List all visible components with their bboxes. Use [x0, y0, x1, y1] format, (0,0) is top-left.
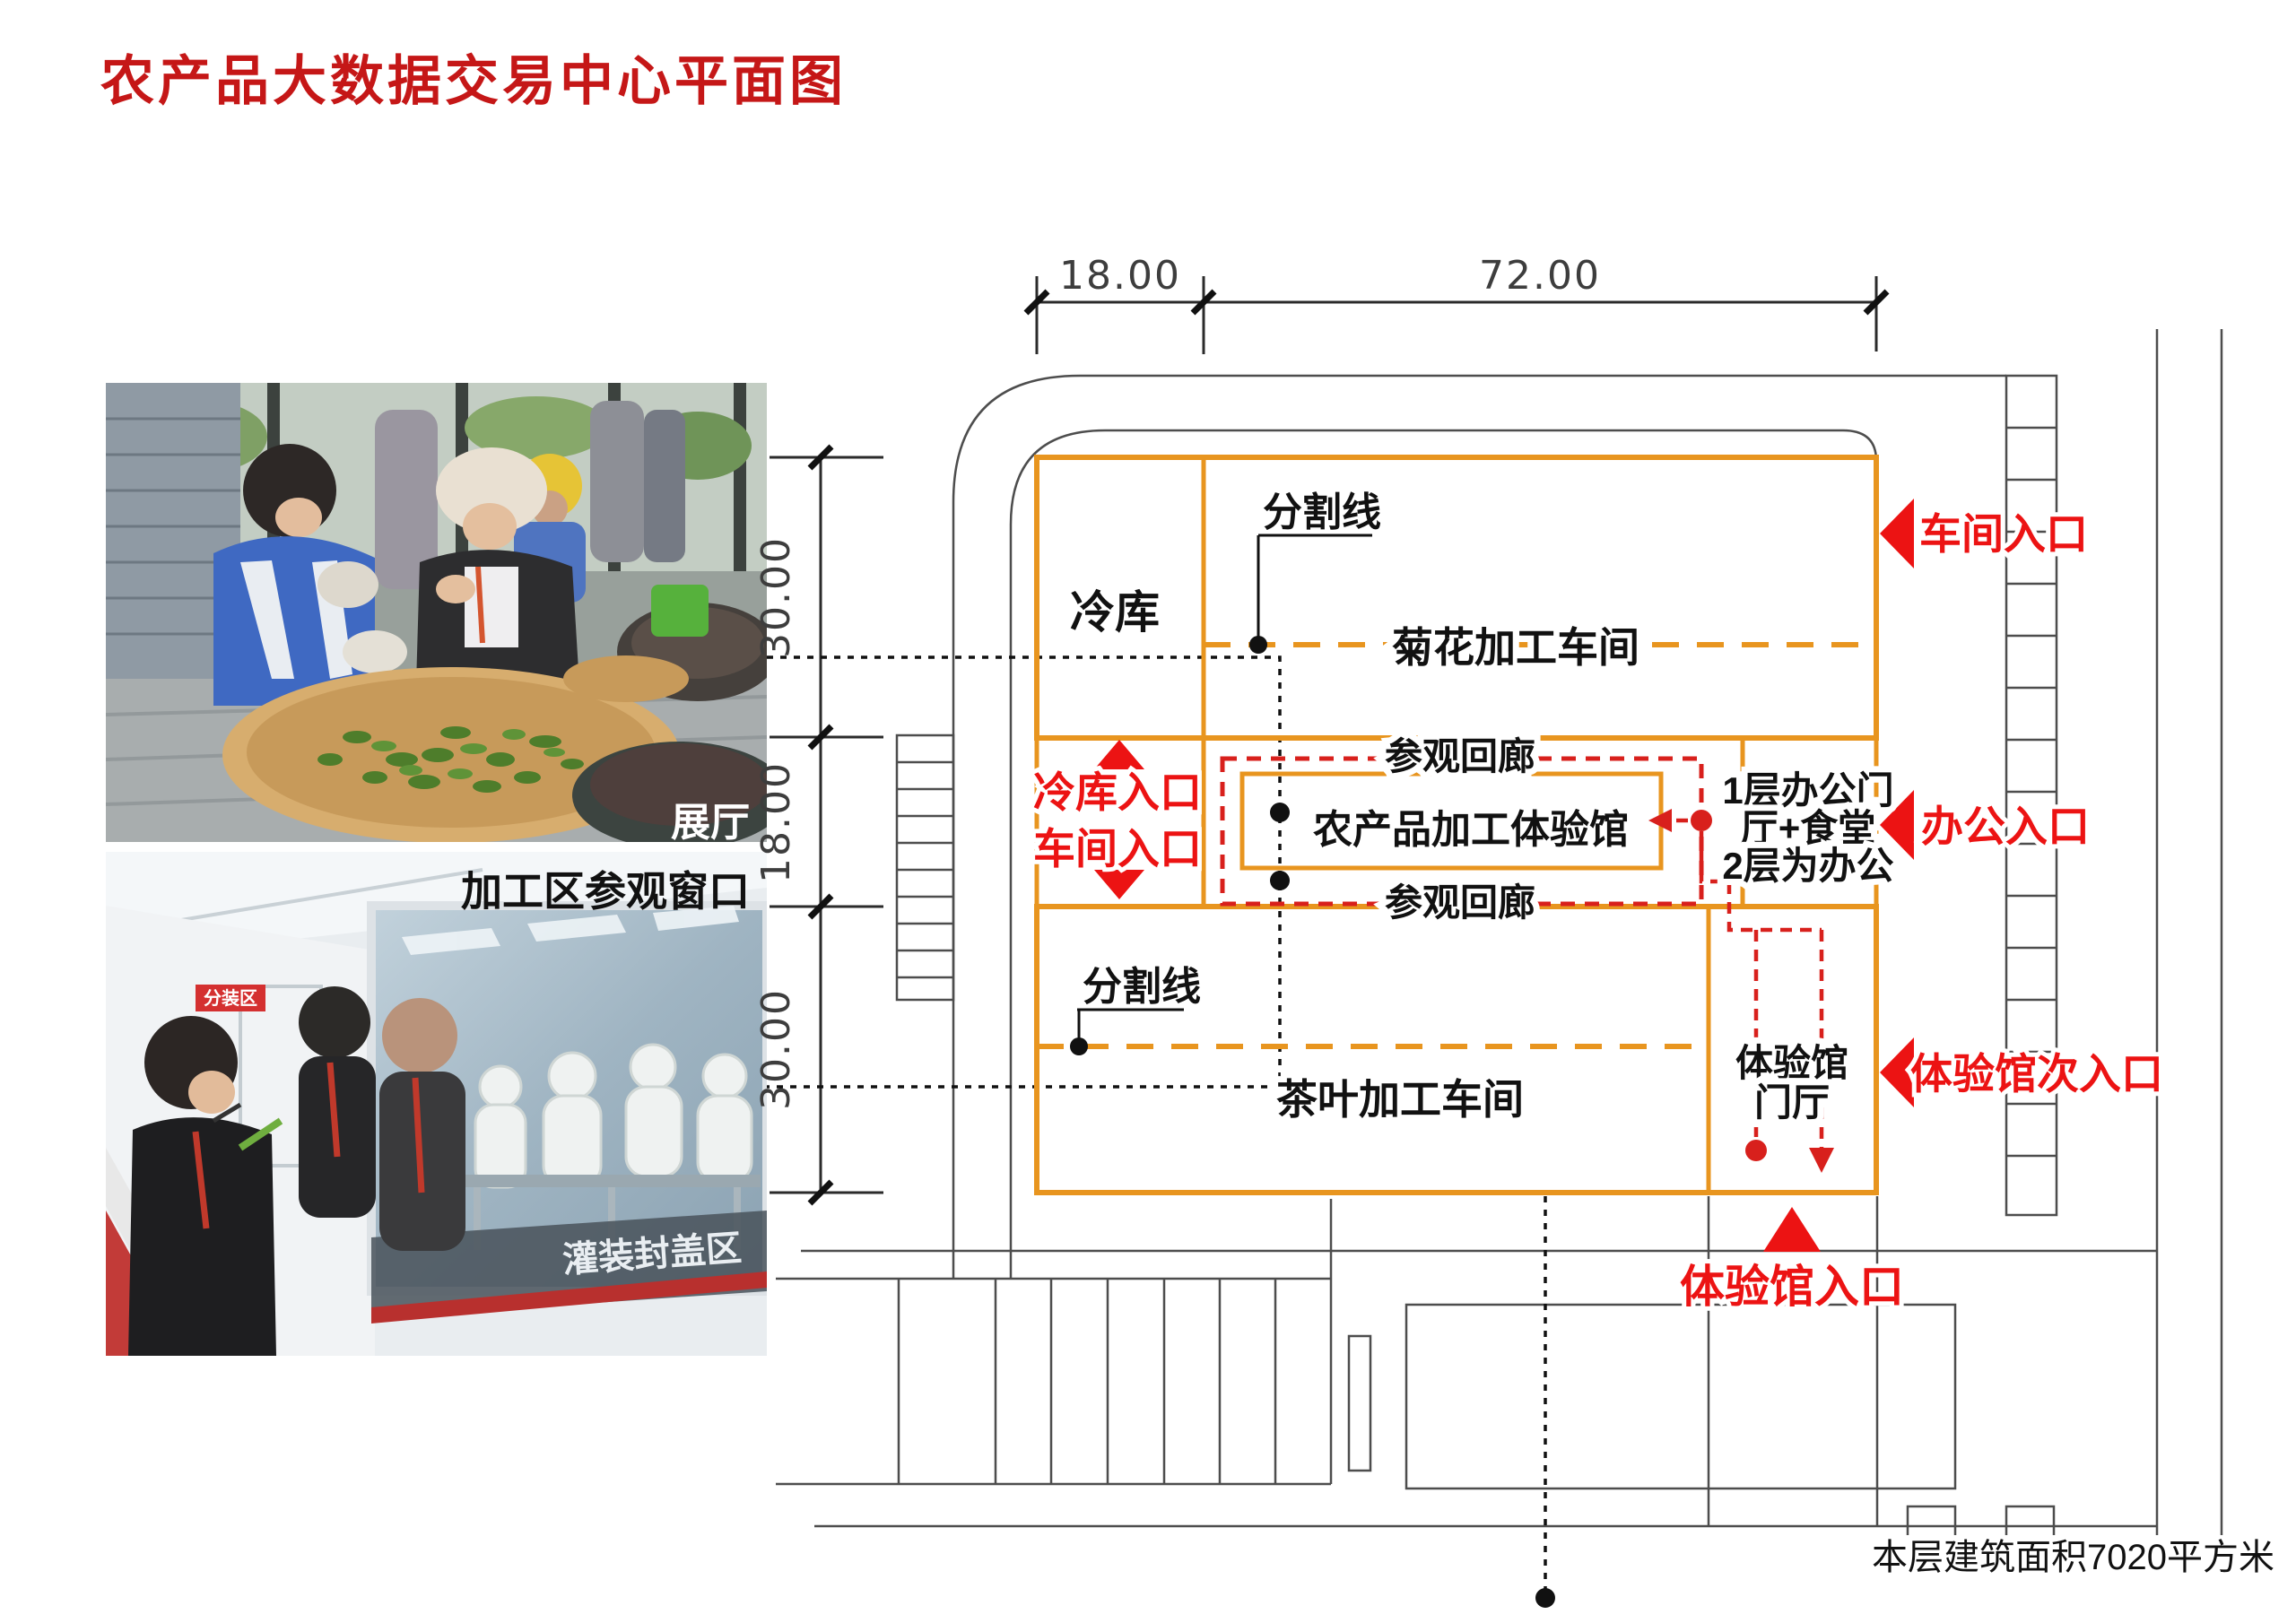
- label-divider-bottom: 分割线: [1083, 965, 1201, 1009]
- dimension-top: 18.00 72.00: [1023, 253, 1890, 354]
- label-office-entrance: 办公入口: [1921, 803, 2090, 850]
- label-cold-entrance: 冷库入口: [1033, 768, 1202, 816]
- dim-left-middle: 18.00: [753, 761, 799, 883]
- office-entrance-arrow-icon: [1880, 790, 1914, 860]
- parking-ladder-right: [2005, 374, 2058, 1217]
- dim-top-right: 72.00: [1479, 253, 1601, 299]
- label-corridor-bottom: 参观回廊: [1385, 881, 1535, 924]
- label-tea-workshop: 茶叶加工车间: [1276, 1076, 1524, 1123]
- road-island: [1347, 1334, 1372, 1472]
- label-lobby-line2: 门厅: [1754, 1081, 1830, 1124]
- visit-corridor-loop: [1220, 756, 1704, 907]
- label-chrysanthemum-workshop: 菊花加工车间: [1392, 624, 1639, 671]
- label-lobby: 体验馆 门厅: [1729, 1036, 1855, 1130]
- label-workshop-entrance: 车间入口: [1919, 510, 2088, 558]
- green-stool: [651, 585, 709, 637]
- workshop-entrance-arrow-icon: [1880, 499, 1914, 568]
- photo-processing-scene: 分装区 灌装封盖区: [106, 852, 767, 1356]
- label-divider-top: 分割线: [1263, 490, 1381, 534]
- path-node-office: [1691, 810, 1712, 831]
- dim-left-top: 30.00: [753, 536, 799, 658]
- main-entrance-arrow-icon: [1763, 1207, 1821, 1252]
- path-arrow-down-icon: [1809, 1148, 1834, 1173]
- photo-exhibition-scene: 展厅: [106, 383, 767, 842]
- path-node-lobby: [1745, 1140, 1767, 1161]
- label-secondary-entrance: 体验馆次入口: [1910, 1050, 2163, 1098]
- road-network: [776, 329, 2223, 1535]
- tea-tray: [222, 667, 680, 842]
- label-experience-hall: 农产品加工体验馆: [1313, 808, 1629, 852]
- parking-ladder-left: [895, 733, 955, 1002]
- parking-row-bottom-left: [776, 1199, 1333, 1486]
- cleanroom-workers: [465, 1043, 761, 1250]
- dock-up-arrow-icon: [1094, 740, 1144, 769]
- parking-row-bottom-right: [1906, 1505, 2056, 1535]
- label-office-line1: 1层办公门: [1722, 769, 1893, 812]
- connector-dot-south: [1535, 1588, 1555, 1608]
- label-office-line3: 2层为办公: [1722, 845, 1893, 887]
- dimension-left: 30.00 18.00 30.00: [753, 444, 883, 1206]
- label-cold-storage: 冷库: [1070, 587, 1160, 638]
- red-wall-sign-text: 分装区: [204, 987, 257, 1009]
- label-corridor-top: 参观回廊: [1385, 735, 1535, 777]
- label-workshop-entrance-left: 车间入口: [1033, 825, 1202, 872]
- divider-callout-north: 分割线: [1249, 484, 1387, 654]
- label-main-entrance: 体验馆入口: [1680, 1262, 1904, 1312]
- road-inner-loop: [1009, 429, 1878, 1279]
- area-note: 本层建筑面积7020平方米: [1872, 1538, 2274, 1577]
- label-office: 1层办公门 厅+食堂 2层为办公: [1716, 763, 1900, 893]
- bystander-figure: [590, 401, 644, 562]
- connector-dot-corridor: [1270, 871, 1290, 890]
- workshop-block-south: [1034, 904, 1879, 1195]
- secondary-entrance-arrow-icon: [1880, 1037, 1914, 1107]
- connector-dot-hall: [1270, 803, 1290, 822]
- photo-exhibition-hall: 展厅: [106, 383, 767, 842]
- visitor-figures: [128, 986, 465, 1356]
- photo-processing-window: 分装区 灌装封盖区: [106, 852, 767, 1356]
- building-outline: [1034, 455, 1879, 1195]
- photo-processing-caption: 加工区参观窗口: [461, 868, 750, 915]
- page-title: 农产品大数据交易中心平面图: [100, 51, 847, 111]
- dim-left-bottom: 30.00: [753, 988, 799, 1110]
- divider-callout-south: 分割线: [1070, 959, 1207, 1055]
- label-lobby-line1: 体验馆: [1735, 1042, 1848, 1084]
- bus-bay: [1405, 1303, 1957, 1490]
- dim-top-left: 18.00: [1059, 253, 1181, 299]
- path-arrow-left-icon: [1648, 809, 1672, 832]
- red-wall-sign: [196, 985, 265, 1011]
- label-office-line2: 厅+食堂: [1741, 807, 1876, 849]
- girl-figure: [213, 444, 407, 706]
- photo-exhibition-caption: 展厅: [671, 801, 750, 842]
- workshop-block-north: [1034, 455, 1879, 741]
- dock-down-arrow-icon: [1094, 870, 1144, 899]
- road-outer-loop: [952, 374, 2006, 1279]
